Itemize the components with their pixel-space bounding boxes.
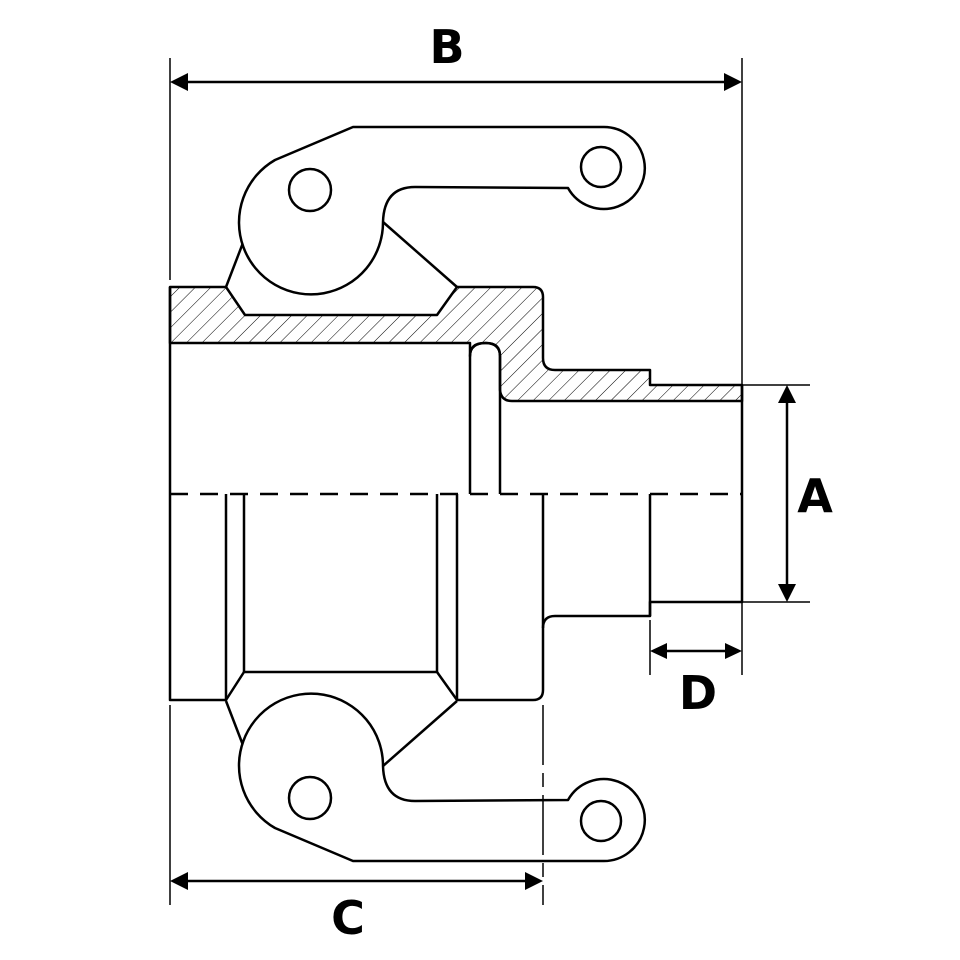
dimension-c <box>169 705 544 905</box>
dimension-label-a: A <box>797 469 833 523</box>
top-cam-lever <box>224 125 646 296</box>
dimension-label-d: D <box>679 666 717 720</box>
dimension-b <box>169 58 743 385</box>
pin-hole <box>579 145 623 189</box>
hatched-section <box>168 285 744 403</box>
body-outline <box>168 287 744 702</box>
bottom-cam-lever <box>224 692 646 863</box>
dimension-a <box>742 384 810 603</box>
dimension-label-b: B <box>429 20 464 74</box>
dimension-d <box>649 602 743 675</box>
pin-hole <box>287 775 333 821</box>
groove <box>468 341 502 494</box>
pin-hole <box>579 799 623 843</box>
dimension-label-c: C <box>331 891 365 945</box>
pin-hole <box>287 167 333 213</box>
